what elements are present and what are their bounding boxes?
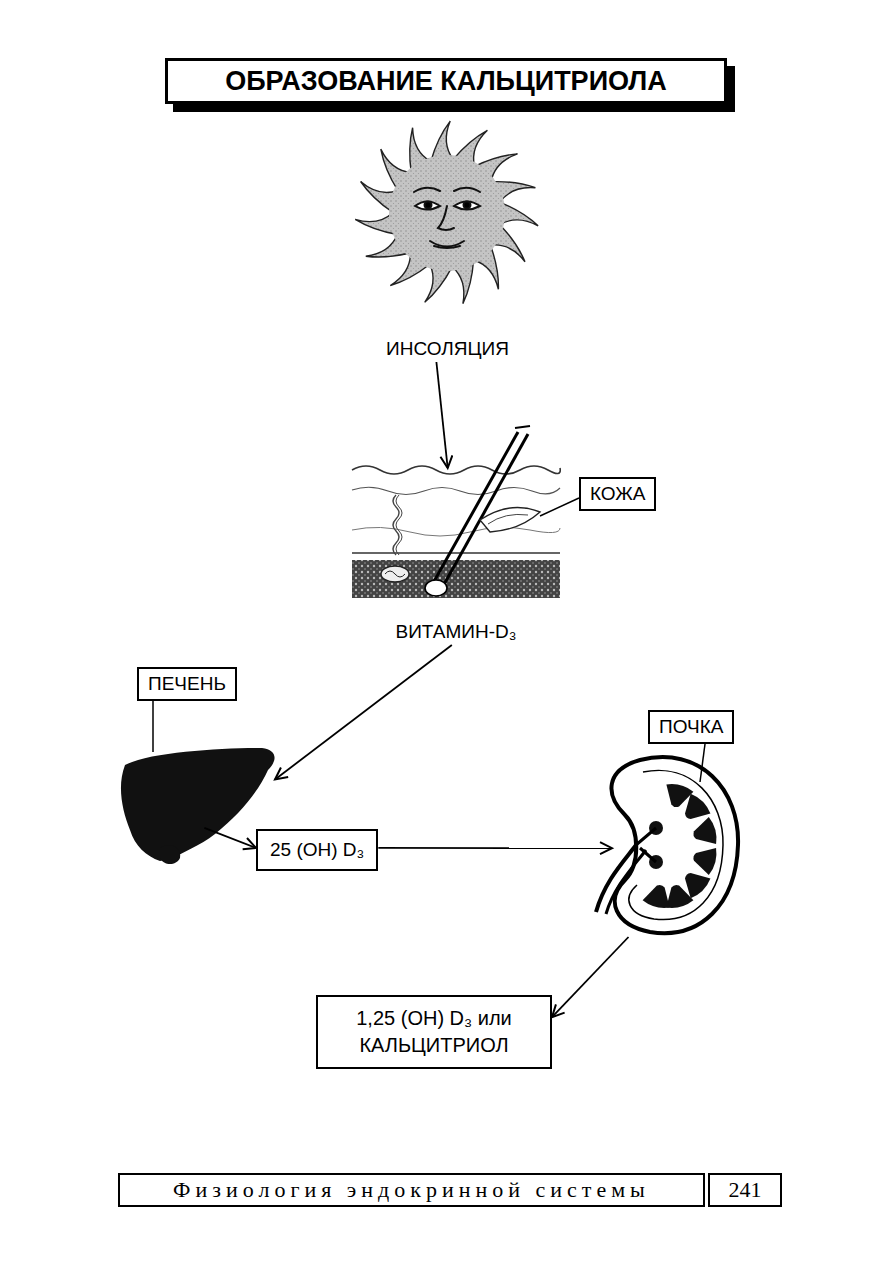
renal-pyramid [690,843,719,876]
process-box: 25 (OH) D₃ [256,829,378,871]
flow-arrow [275,645,452,780]
kidney-illustration [596,744,738,933]
kidney-node: ПОЧКА [588,752,738,937]
footer-text: Физиология эндокринной системы [120,1175,703,1205]
liver-illustration [121,701,275,864]
node-label: ИНСОЛЯЦИЯ [355,338,540,360]
skin-illustration [352,426,579,598]
flow-arrow [436,362,447,468]
callout-box: ПОЧКА [648,710,734,744]
liver-node: ПЕЧЕНЬ [118,745,275,860]
node-label: ВИТАМИН-D₃ [352,621,560,643]
page-number: 241 [710,1175,780,1205]
page-number-box: 241 [708,1173,782,1207]
callout-box: КОЖА [579,477,656,511]
title-box: ОБРАЗОВАНИЕ КАЛЬЦИТРИОЛА [165,58,727,104]
result-box: 1,25 (OH) D₃ или КАЛЬЦИТРИОЛ [316,995,552,1069]
box-label: 1,25 (OH) D₃ или КАЛЬЦИТРИОЛ [332,1005,536,1059]
skin-node: КОЖАВИТАМИН-D₃ [352,468,560,645]
renal-pyramid [690,816,719,849]
flow-arrow [204,828,256,848]
sun-face [414,188,480,248]
footer-box: Физиология эндокринной системы [118,1173,705,1207]
sun-disc [389,155,505,271]
renal-pyramid [642,881,675,910]
callout-box: ПЕЧЕНЬ [137,667,237,701]
sun-rays [355,121,538,304]
flow-arrow [378,847,612,849]
flow-arrow [552,937,629,1017]
sun-node: ИНСОЛЯЦИЯ [355,125,540,362]
box-label: 25 (OH) D₃ [270,838,364,862]
sun-ray [500,202,538,226]
